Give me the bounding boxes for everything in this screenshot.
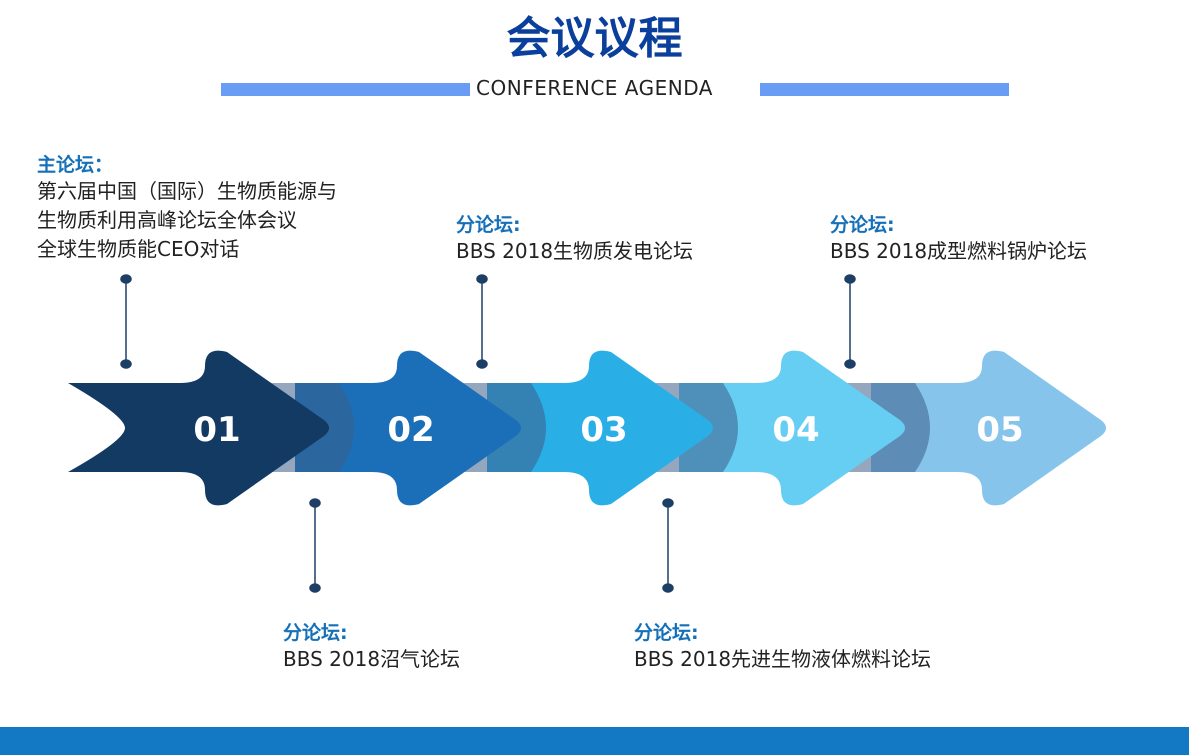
- arrow-shape: [295, 350, 521, 506]
- page-title: 会议议程: [506, 13, 683, 64]
- arrow-shape: [68, 350, 329, 506]
- arrow-shape: [487, 350, 713, 506]
- divider-right: [760, 83, 1009, 96]
- arrow-shape: [679, 350, 905, 506]
- arrow-step-03: 03: [487, 350, 738, 506]
- divider-left: [221, 83, 471, 96]
- callout-main: 主论坛： 第六届中国（国际）生物质能源与 生物质利用高峰论坛全体会议 全球生物质…: [37, 154, 337, 261]
- callout-3: 分论坛: BBS 2018生物质发电论坛: [456, 214, 694, 263]
- callout-4: 分论坛: BBS 2018先进生物液体燃料论坛: [634, 622, 932, 671]
- arrow-shape: [871, 350, 1106, 506]
- step-number: 01: [193, 410, 240, 450]
- arrow-step-02: 02: [295, 350, 546, 506]
- arrow-step-05: 05: [871, 350, 1106, 506]
- step-number: 05: [976, 410, 1023, 450]
- pin-5: [844, 274, 856, 369]
- pin-main: [120, 274, 132, 369]
- step-number: 04: [772, 410, 819, 450]
- callout-2: 分论坛: BBS 2018沼气论坛: [283, 622, 461, 671]
- pin-3: [476, 274, 488, 369]
- step-number: 03: [580, 410, 627, 450]
- arrow-step-01: 01: [68, 350, 354, 506]
- arrow-step-04: 04: [679, 350, 930, 506]
- callout-5: 分论坛: BBS 2018成型燃料锅炉论坛: [830, 214, 1088, 263]
- pin-4: [662, 498, 674, 593]
- footer-bar: [0, 727, 1189, 755]
- step-number: 02: [387, 410, 434, 450]
- subtitle: CONFERENCE AGENDA: [0, 76, 1189, 100]
- pin-2: [309, 498, 321, 593]
